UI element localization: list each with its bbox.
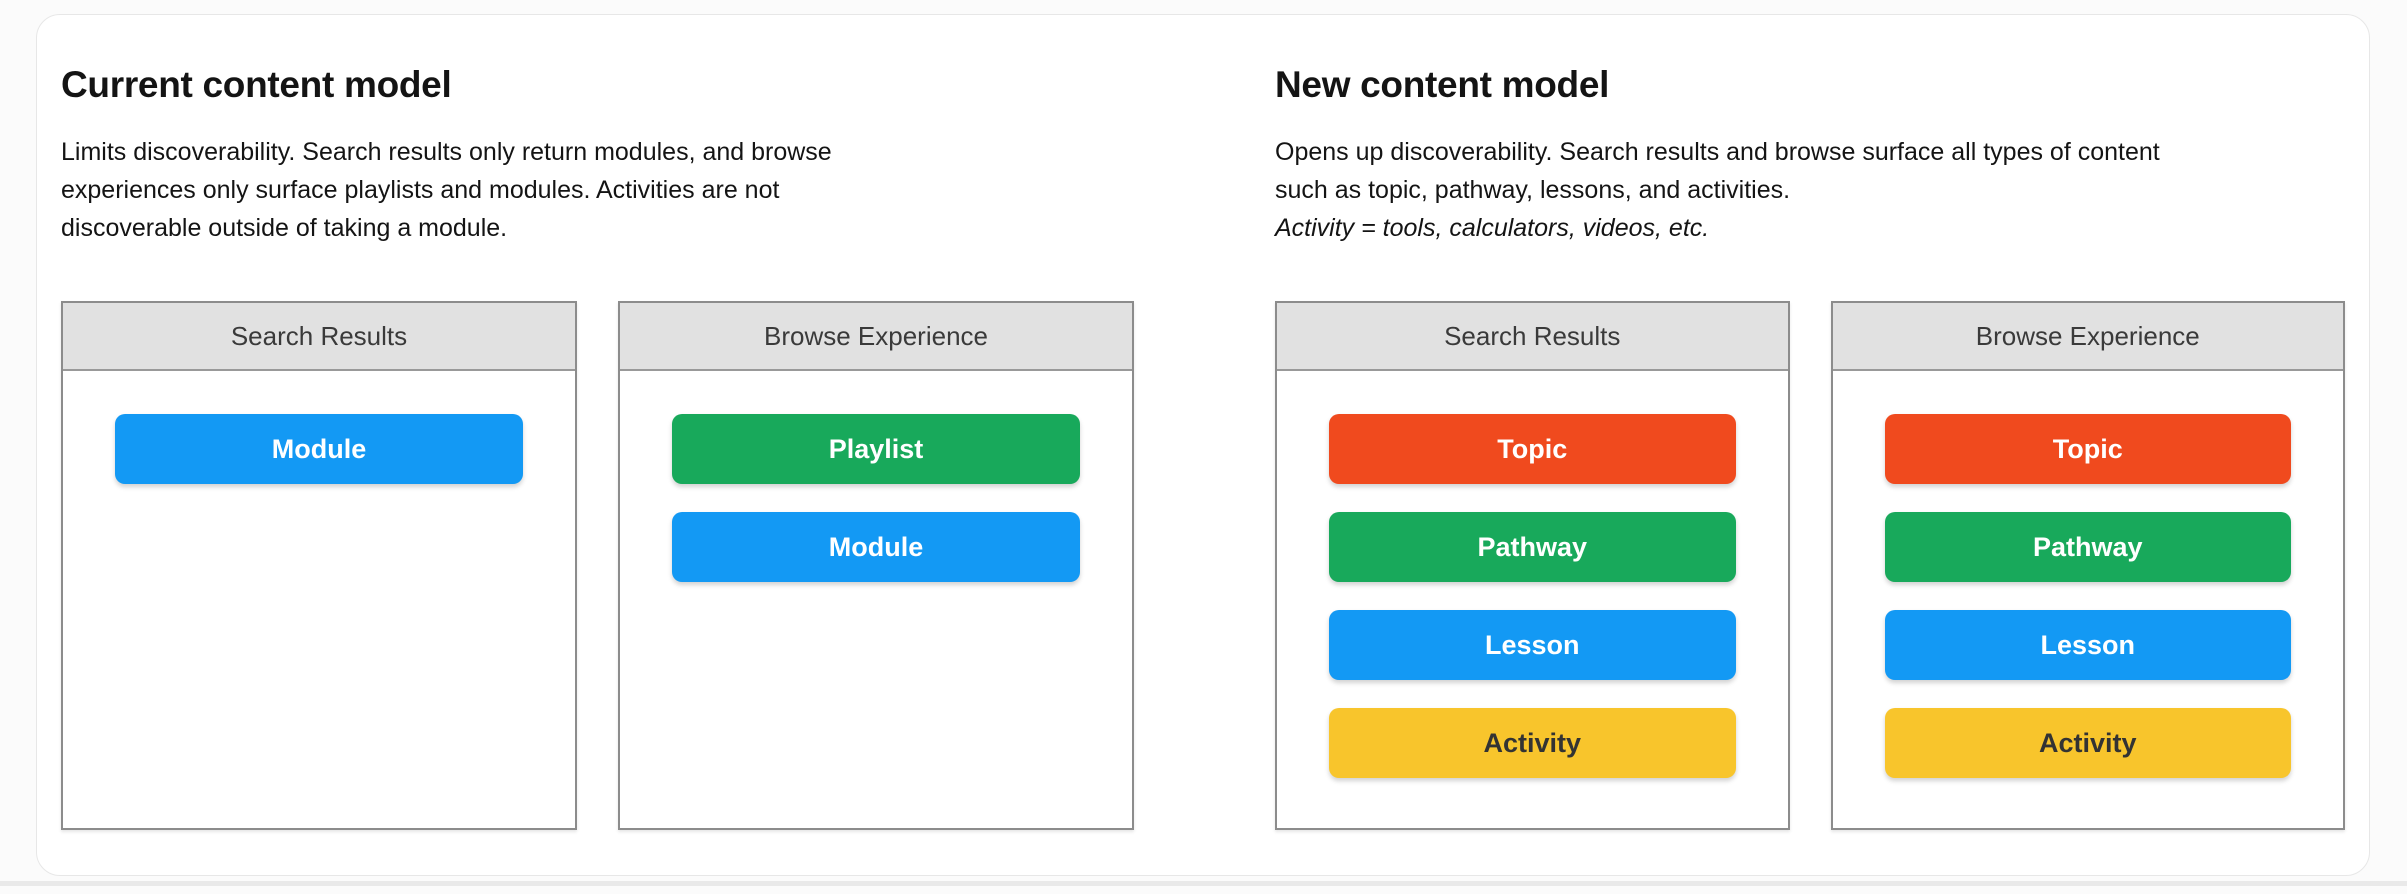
description-line: such as topic, pathway, lessons, and act…: [1275, 176, 1791, 204]
pill-activity: Activity: [1329, 708, 1736, 778]
box-header-search-results: Search Results: [63, 303, 575, 371]
box-browse-experience-new: Browse Experience Topic Pathway Lesson A…: [1830, 301, 2345, 830]
box-title: Browse Experience: [1975, 320, 2200, 351]
content-model-card: Current content model Limits discoverabi…: [36, 14, 2370, 876]
boxes-row-new: Search Results Topic Pathway Lesson Acti…: [1275, 301, 2345, 830]
pill-lesson: Lesson: [1329, 610, 1736, 680]
description-line: Opens up discoverability. Search results…: [1275, 138, 2160, 166]
box-title: Browse Experience: [764, 320, 988, 351]
pill-module: Module: [672, 512, 1080, 582]
pill-topic: Topic: [1329, 414, 1736, 484]
panel-description-new: Opens up discoverability. Search results…: [1275, 133, 2345, 247]
pill-pathway: Pathway: [1329, 512, 1736, 582]
pill-activity: Activity: [1884, 708, 2291, 778]
pill-topic: Topic: [1884, 414, 2291, 484]
pill-pathway: Pathway: [1884, 512, 2291, 582]
boxes-row-current: Search Results Module Browse Experience …: [61, 301, 1134, 830]
box-header-browse-experience: Browse Experience: [620, 303, 1132, 371]
description-line: discoverable outside of taking a module.: [61, 214, 508, 242]
box-body: Topic Pathway Lesson Activity: [1277, 371, 1788, 778]
activity-note: Activity = tools, calculators, videos, e…: [1275, 214, 1710, 242]
pill-playlist: Playlist: [672, 414, 1080, 484]
panel-title-current: Current content model: [61, 64, 452, 105]
box-header-search-results: Search Results: [1277, 303, 1788, 371]
panel-current-model: Current content model Limits discoverabi…: [61, 63, 1134, 853]
panel-description-current: Limits discoverability. Search results o…: [61, 133, 1134, 247]
box-body: Topic Pathway Lesson Activity: [1833, 371, 2344, 778]
pill-lesson: Lesson: [1884, 610, 2291, 680]
description-line: experiences only surface playlists and m…: [61, 176, 780, 204]
box-search-results-current: Search Results Module: [61, 301, 577, 830]
next-section-divider: [0, 881, 2407, 886]
box-browse-experience-current: Browse Experience Playlist Module: [618, 301, 1134, 830]
pill-module: Module: [115, 414, 523, 484]
box-search-results-new: Search Results Topic Pathway Lesson Acti…: [1275, 301, 1790, 830]
panel-new-model: New content model Opens up discoverabili…: [1275, 63, 2345, 853]
box-title: Search Results: [1444, 320, 1621, 351]
panel-title-new: New content model: [1275, 64, 1610, 105]
box-body: Module: [63, 371, 575, 484]
box-body: Playlist Module: [620, 371, 1132, 582]
box-header-browse-experience: Browse Experience: [1832, 303, 2343, 371]
box-title: Search Results: [230, 320, 408, 351]
description-line: Limits discoverability. Search results o…: [61, 138, 832, 166]
